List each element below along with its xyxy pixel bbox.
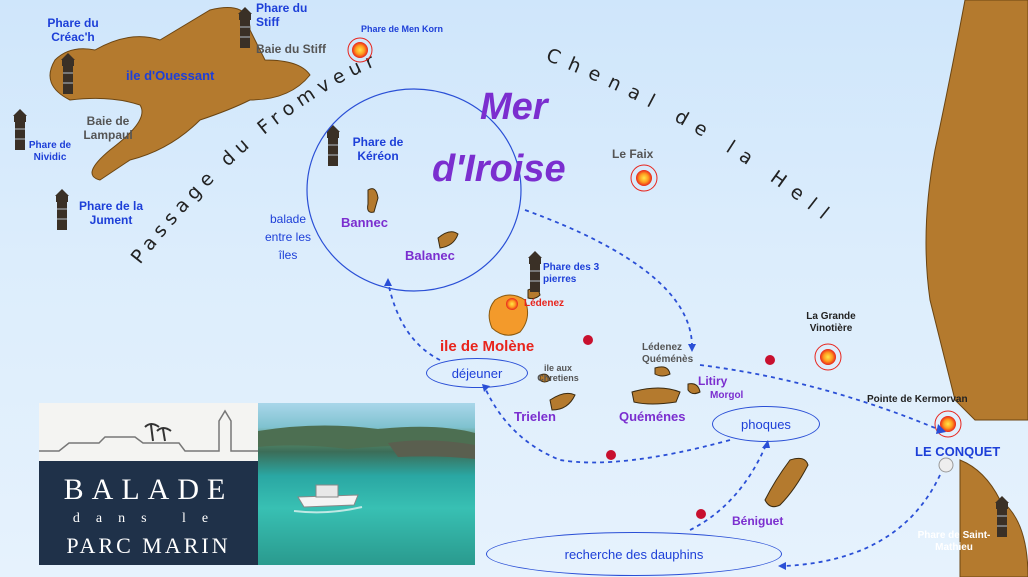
logo-badge: BALADE dans le PARC MARIN xyxy=(39,403,258,565)
label-phare-saint-mathieu: Phare de Saint-Mathieu xyxy=(917,530,991,553)
buoy-icon xyxy=(347,37,373,63)
label-phare-men-korn: Phare de Men Korn xyxy=(361,24,444,34)
boat-photo xyxy=(258,403,475,565)
label-baie-stiff: Baie du Stiff xyxy=(256,42,327,56)
label-ile-molene: ile de Molène xyxy=(440,338,535,355)
skyline-icon xyxy=(39,409,258,452)
label-bannec: Bannec xyxy=(341,215,388,230)
label-balanec: Balanec xyxy=(405,248,455,263)
lighthouse-icon xyxy=(995,496,1009,537)
bubble-dauphins: recherche des dauphins xyxy=(486,532,782,576)
label-ledenez-molene: Lédenez xyxy=(524,298,565,309)
label-le-faix: Le Faix xyxy=(612,147,654,161)
harbor-dot xyxy=(938,457,954,473)
label-ile-aux-chretiens: ile aux Chretiens xyxy=(537,363,579,384)
marker-dot xyxy=(696,509,706,519)
litiry-island xyxy=(687,383,701,395)
beniguet-island xyxy=(764,457,809,508)
lighthouse-icon xyxy=(55,189,69,230)
marker-dot xyxy=(606,450,616,460)
marker-dot xyxy=(765,355,775,365)
buoy-icon xyxy=(506,298,518,310)
label-phare-jument: Phare de la Jument xyxy=(78,199,144,227)
quemenes-island xyxy=(631,387,681,405)
mainland-coast xyxy=(925,0,1028,421)
label-le-conquet: LE CONQUET xyxy=(915,444,1001,459)
label-ledenez-quemenes: Lédenez Quéménès xyxy=(642,342,694,365)
logo-text-dans-le: dans le xyxy=(72,511,225,526)
chretiens-island xyxy=(539,373,551,383)
buoy-icon xyxy=(630,164,658,192)
balade-logo-panel: BALADE dans le PARC MARIN xyxy=(39,403,475,565)
logo-text-balade: BALADE xyxy=(63,473,234,506)
saint-mathieu-coast xyxy=(959,459,1028,577)
balanec-island xyxy=(437,231,459,249)
label-grande-vinotiere: La Grande Vinotière xyxy=(806,311,856,334)
boat-photo-illustration xyxy=(258,425,475,514)
map-title-mer: Mer xyxy=(480,86,548,128)
label-morgol: Morgol xyxy=(710,390,744,401)
label-phare-creach: Phare du Créac'h xyxy=(47,16,99,44)
ledenez-quemenes-island xyxy=(654,366,671,377)
buoy-icon xyxy=(814,343,842,371)
label-balade-entre-iles: balade entre les îles xyxy=(264,212,312,262)
label-trielen: Trielen xyxy=(514,409,556,424)
lighthouse-icon xyxy=(528,251,542,292)
trielen-island xyxy=(549,392,576,411)
lighthouse-icon xyxy=(61,53,75,94)
logo-skyline xyxy=(39,403,258,461)
label-phare-nividic: Phare de Nividic xyxy=(28,140,72,163)
buoy-icon xyxy=(934,410,962,438)
label-quemenes: Quéménes xyxy=(619,409,686,424)
bannec-island xyxy=(367,188,379,213)
marker-dot xyxy=(583,335,593,345)
label-phare-stiff: Phare du Stiff xyxy=(256,1,308,29)
label-pointe-kermorvan: Pointe de Kermorvan xyxy=(867,394,968,405)
logo-text-parc-marin: PARC MARIN xyxy=(66,533,231,558)
boat-route xyxy=(387,209,941,567)
molene-island xyxy=(488,294,529,336)
label-ile-ouessant: ile d'Ouessant xyxy=(126,68,215,83)
label-litiry: Litiry xyxy=(698,374,728,388)
lighthouse-icon xyxy=(326,125,340,166)
map-title-iroise: d'Iroise xyxy=(432,148,566,190)
label-beniguet: Béniguet xyxy=(732,514,784,528)
bubble-dejeuner: déjeuner xyxy=(426,358,528,388)
label-phare-kereon: Phare de Kéréon xyxy=(352,135,404,163)
balade-zone-circle xyxy=(306,88,522,292)
label-phare-3-pierres: Phare des 3 pierres xyxy=(543,262,600,285)
bubble-phoques: phoques xyxy=(712,406,820,442)
label-baie-lampaul: Baie de Lampaul xyxy=(83,114,133,142)
lighthouse-icon xyxy=(238,7,252,48)
